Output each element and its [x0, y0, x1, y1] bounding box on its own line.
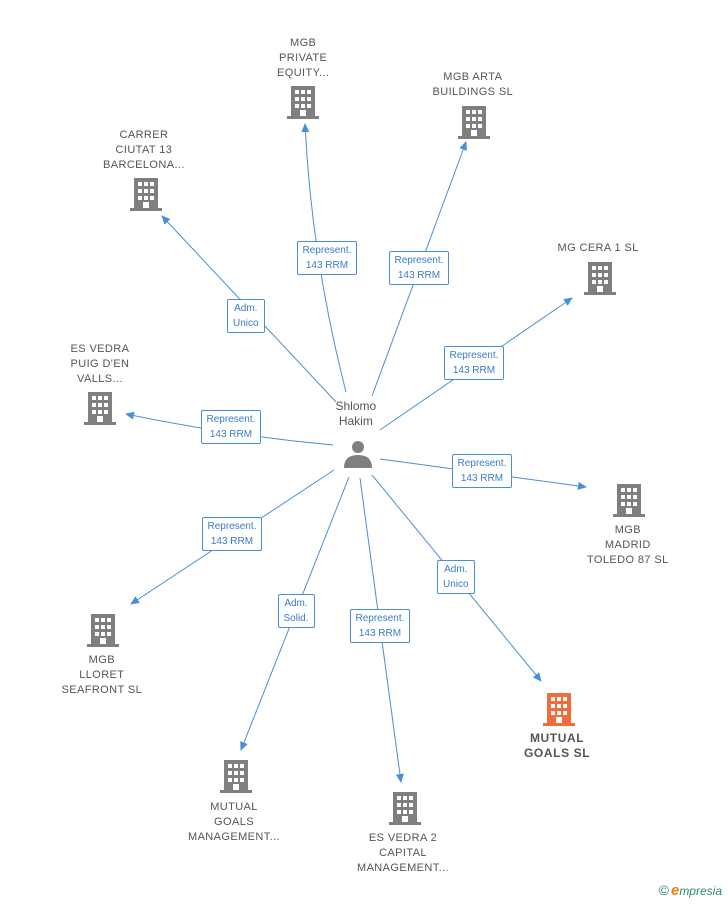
person-icon[interactable] — [344, 441, 372, 468]
building-icon[interactable] — [584, 262, 616, 295]
building-icon[interactable] — [287, 86, 319, 119]
company-label-mutual-goals-mgmt[interactable]: MUTUAL GOALS MANAGEMENT... — [188, 801, 280, 843]
edge-label-mgb-lloret[interactable]: Represent. 143 RRM — [201, 517, 263, 551]
edge-label-es-vedra-puig[interactable]: Represent. 143 RRM — [200, 410, 262, 444]
person-name[interactable]: Shlomo Hakim — [335, 399, 377, 428]
building-icon[interactable] — [613, 484, 645, 517]
building-icon[interactable] — [130, 178, 162, 211]
edge-label-mgb-arta[interactable]: Represent. 143 RRM — [388, 251, 450, 285]
building-icon[interactable] — [543, 693, 575, 726]
building-icon[interactable] — [389, 792, 421, 825]
company-label-mgb-private[interactable]: MGB PRIVATE EQUITY... — [277, 37, 330, 79]
brand-name: mpresia — [679, 884, 722, 898]
company-label-es-vedra-2[interactable]: ES VEDRA 2 CAPITAL MANAGEMENT... — [357, 832, 449, 874]
edge-label-carrer[interactable]: Adm. Unico — [227, 299, 265, 333]
company-label-mg-cera[interactable]: MG CERA 1 SL — [557, 242, 639, 254]
edge-label-mg-cera[interactable]: Represent. 143 RRM — [443, 346, 505, 380]
edge-label-es-vedra-2[interactable]: Represent. 143 RRM — [349, 609, 411, 643]
company-label-mgb-madrid[interactable]: MGB MADRID TOLEDO 87 SL — [587, 524, 669, 566]
edge-label-mgb-madrid[interactable]: Represent. 143 RRM — [451, 454, 513, 488]
edge-label-mutual-goals[interactable]: Adm. Unico — [437, 560, 475, 594]
building-icon[interactable] — [220, 760, 252, 793]
brand-initial: e — [670, 882, 680, 899]
edge-label-mutual-goals-mgmt[interactable]: Adm. Solid. — [277, 594, 315, 628]
building-icon[interactable] — [84, 392, 116, 425]
company-label-mutual-goals[interactable]: MUTUAL GOALS SL — [524, 731, 591, 760]
company-label-mgb-arta[interactable]: MGB ARTA BUILDINGS SL — [432, 71, 514, 98]
company-label-es-vedra-puig[interactable]: ES VEDRA PUIG D'EN VALLS... — [70, 343, 130, 385]
company-label-mgb-lloret[interactable]: MGB LLORET SEAFRONT SL — [61, 654, 143, 696]
edge-label-mgb-private[interactable]: Represent. 143 RRM — [296, 241, 358, 275]
building-icon[interactable] — [87, 614, 119, 647]
building-icon[interactable] — [458, 106, 490, 139]
copyright-symbol: © — [658, 882, 669, 898]
company-label-carrer[interactable]: CARRER CIUTAT 13 BARCELONA... — [103, 129, 185, 171]
brand-logo: ©empresia — [659, 882, 722, 899]
